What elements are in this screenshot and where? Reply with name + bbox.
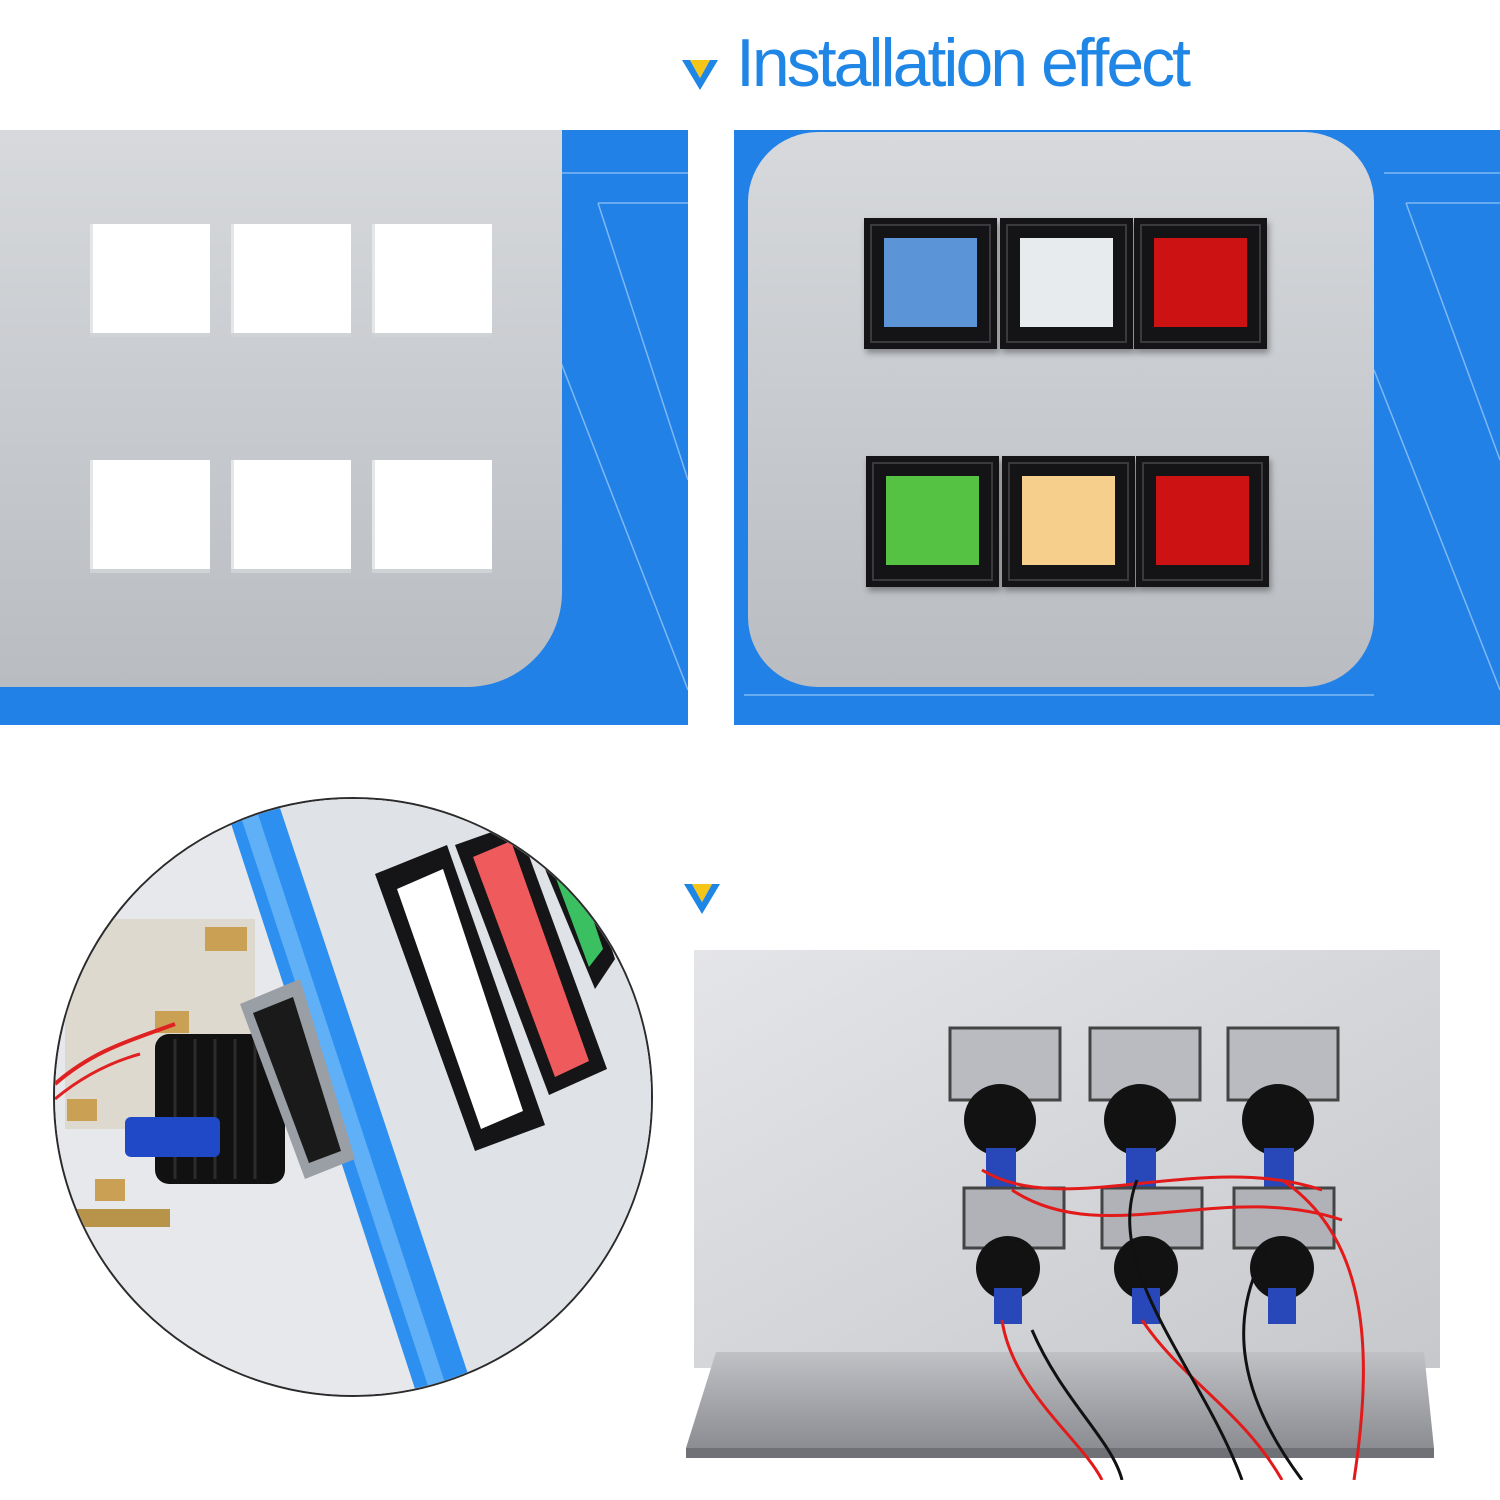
metal-plate <box>748 132 1374 687</box>
panel-installed <box>734 130 1500 725</box>
panel-cutout <box>90 460 210 573</box>
panel-cutout <box>372 460 492 573</box>
indicator-light <box>866 456 999 587</box>
indicator-light <box>864 218 997 349</box>
rear-wiring-photo <box>686 950 1440 1480</box>
terminal-contacts <box>67 927 247 1227</box>
panel-cutout <box>231 460 351 573</box>
panel-cutouts <box>0 130 688 725</box>
indicator-lens <box>1020 238 1113 327</box>
indicator-lens <box>1154 238 1247 327</box>
indicator-light <box>1134 218 1267 349</box>
closeup-circle <box>53 797 653 1397</box>
metal-plate <box>0 130 562 687</box>
panel-cutout <box>372 224 492 337</box>
wires <box>981 1168 1365 1480</box>
indicator-lens <box>886 476 979 565</box>
panel-cutout <box>90 224 210 337</box>
chevron-down-icon <box>684 884 720 914</box>
page-title: Installation effect <box>736 25 1191 101</box>
indicator-light <box>1000 218 1133 349</box>
switch-row-top <box>948 1026 1340 1188</box>
panel-decor-lines <box>559 172 688 691</box>
indicator-lens <box>1022 476 1115 565</box>
indicator-light <box>1002 456 1135 587</box>
closeup-illustration <box>55 799 651 1395</box>
indicator-lens <box>884 238 977 327</box>
panel-cutout <box>231 224 351 337</box>
indicator-lens <box>1156 476 1249 565</box>
chevron-down-icon <box>682 60 718 90</box>
indicator-light <box>1136 456 1269 587</box>
panel-decor-lines <box>744 172 1500 696</box>
